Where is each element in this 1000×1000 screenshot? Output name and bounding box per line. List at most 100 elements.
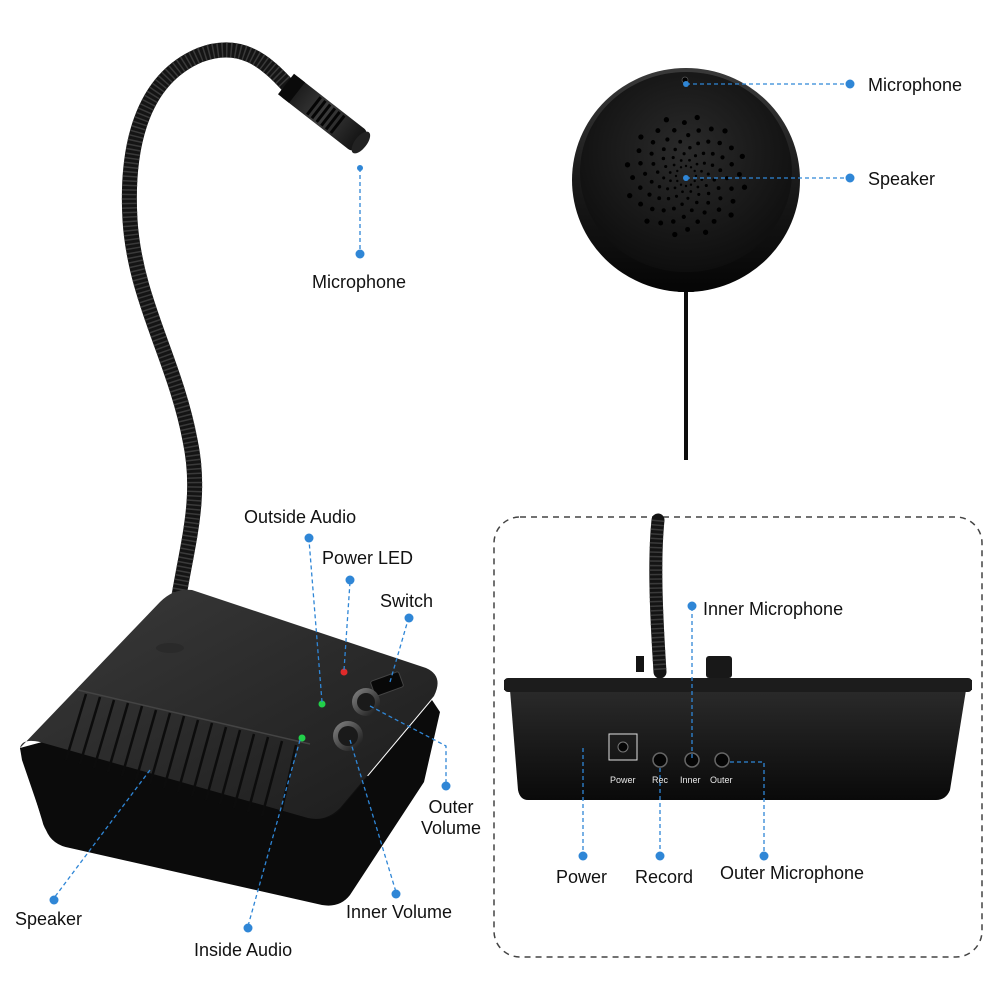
grille-dot xyxy=(685,226,691,232)
grille-dot xyxy=(720,155,725,160)
intercom-base xyxy=(20,42,440,906)
grille-dot xyxy=(706,191,711,196)
grille-dot xyxy=(673,147,677,152)
grille-dot xyxy=(674,194,679,198)
inner-mic-port xyxy=(684,752,700,768)
grille-dot xyxy=(684,164,688,168)
grille-dot xyxy=(671,206,676,211)
grille-dot xyxy=(680,202,684,207)
grille-dot xyxy=(718,196,723,201)
power-port xyxy=(608,733,638,761)
panel-label-outer: Outer xyxy=(710,775,733,785)
grille-dot xyxy=(694,114,700,121)
grille-dot xyxy=(701,151,706,156)
label-switch: Switch xyxy=(380,591,434,611)
grille-dot xyxy=(700,169,703,173)
gooseneck-microphone-icon xyxy=(277,73,371,154)
label-power: Power xyxy=(556,867,608,887)
grille-dot xyxy=(710,151,715,156)
grille-dot xyxy=(686,196,690,200)
grille-dot xyxy=(724,176,730,181)
grille-dot xyxy=(730,198,736,204)
switch-control xyxy=(370,671,404,697)
speaker-pod-icon xyxy=(572,68,800,460)
grille-dot xyxy=(686,133,691,138)
grille-dot xyxy=(678,139,683,144)
grille-dot xyxy=(655,128,661,134)
grille-dot xyxy=(706,172,710,176)
grille-dot xyxy=(666,187,670,191)
grille-dot xyxy=(688,158,691,162)
grille-dot xyxy=(696,128,701,133)
grille-dot xyxy=(665,137,670,142)
grille-dot xyxy=(638,201,644,207)
grille-dot xyxy=(684,184,688,188)
grille-dot xyxy=(669,179,672,183)
label-speaker-base: Speaker xyxy=(15,909,83,929)
label-inner-volume: Inner Volume xyxy=(346,902,453,922)
grille-dot xyxy=(673,186,677,190)
grille-dot xyxy=(696,141,701,146)
grille-dot xyxy=(662,176,666,180)
grille-dot xyxy=(716,207,722,212)
label-outer-volume: Outer Volume xyxy=(414,797,488,838)
grille-dot xyxy=(722,128,728,134)
grille-dot xyxy=(650,206,655,212)
outer-mic-port xyxy=(714,752,730,768)
grille-dot xyxy=(627,192,633,199)
grille-dot xyxy=(693,179,696,183)
grille-dot xyxy=(649,151,654,156)
grille-dot xyxy=(661,156,666,161)
power-led xyxy=(340,668,348,676)
rear-view-frame xyxy=(493,516,983,958)
grille-dot xyxy=(664,164,668,169)
panel-label-rec: Rec xyxy=(652,775,669,785)
label-inner-microphone: Inner Microphone xyxy=(703,599,844,619)
grille-dot xyxy=(700,178,704,181)
label-outer-microphone: Outer Microphone xyxy=(720,863,865,883)
label-outside-audio: Outside Audio xyxy=(244,507,357,527)
rear-panel-icon xyxy=(504,513,972,800)
grille-dot xyxy=(696,185,700,189)
grille-dot xyxy=(638,134,644,140)
grille-dot xyxy=(693,154,698,158)
outside-audio-led xyxy=(318,700,326,708)
grille-dot xyxy=(689,183,693,186)
grille-dot xyxy=(702,229,709,235)
grille-dot xyxy=(661,208,666,213)
label-outer-volume-line2: Volume xyxy=(420,817,482,838)
speaker-grille-dots xyxy=(624,114,748,238)
grille-dot xyxy=(679,159,683,162)
panel-label-inner: Inner xyxy=(680,775,701,785)
grille-dot xyxy=(658,220,664,226)
record-port xyxy=(652,752,668,768)
grille-dot xyxy=(681,190,684,194)
label-outer-volume-line1: Outer xyxy=(428,797,474,817)
grille-dot xyxy=(702,161,706,165)
grille-dot xyxy=(657,185,662,189)
grille-dot xyxy=(671,156,675,160)
grille-dot xyxy=(695,162,699,166)
grille-dot xyxy=(693,169,696,173)
grille-dot xyxy=(697,192,701,196)
grille-dot xyxy=(682,152,686,156)
grille-dot xyxy=(647,192,652,197)
grille-dot xyxy=(644,218,650,224)
grille-dot xyxy=(661,147,666,152)
grille-dot xyxy=(716,186,721,191)
grille-dot xyxy=(739,153,745,160)
grille-dot xyxy=(689,166,693,169)
grille-dot xyxy=(676,169,679,173)
gooseneck xyxy=(121,42,298,656)
grille-dot xyxy=(676,179,679,183)
label-speaker-pod: Speaker xyxy=(868,169,936,189)
grille-dot xyxy=(711,218,717,224)
grille-dot xyxy=(729,162,734,167)
grille-dot xyxy=(712,178,717,182)
grille-dot xyxy=(643,171,648,176)
label-microphone-main: Microphone xyxy=(312,272,407,292)
grille-dot xyxy=(706,200,711,205)
grille-dot xyxy=(672,128,677,133)
grille-dot xyxy=(681,214,686,219)
